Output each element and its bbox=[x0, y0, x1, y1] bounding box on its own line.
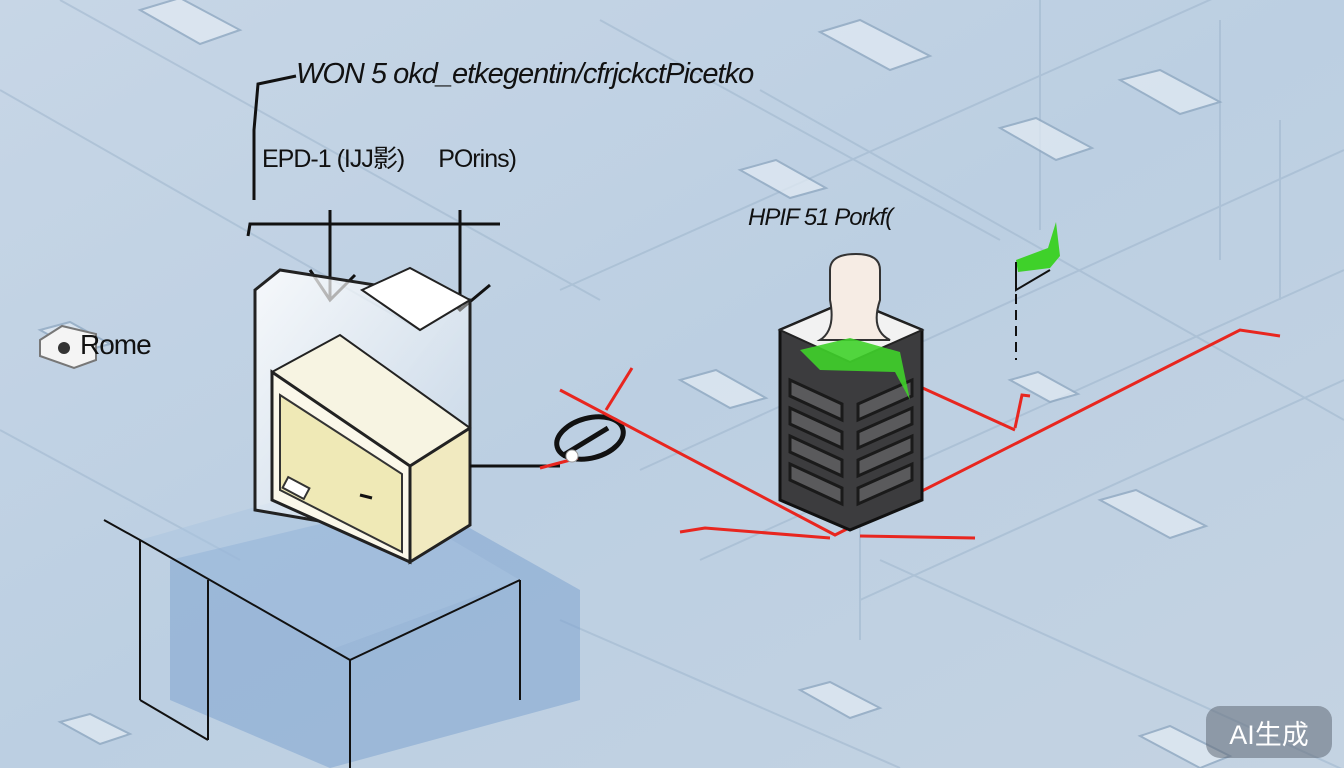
cable-plug-icon bbox=[470, 414, 626, 470]
diagram-title: WON 5 okd_etkegentin/cfrjckctPicetko bbox=[296, 58, 754, 90]
subtitle-name: POrins) bbox=[438, 145, 517, 173]
green-flag-icon bbox=[1015, 222, 1060, 360]
home-unit bbox=[253, 266, 473, 565]
pedestal-shadow bbox=[140, 480, 580, 768]
server-label: HPIF 51 Porkf( bbox=[748, 204, 893, 231]
pedestal-outline bbox=[103, 519, 521, 768]
home-label: Rome bbox=[80, 329, 152, 360]
subtitle-code: EPD-1 (IJJ影) bbox=[262, 145, 405, 173]
diagram-subtitle: EPD-1 (IJJ影) POrins) bbox=[262, 139, 517, 175]
network-links bbox=[559, 328, 1281, 540]
home-icon bbox=[39, 324, 97, 370]
server-rack-icon bbox=[777, 252, 925, 532]
background-devices bbox=[37, 0, 1233, 768]
ai-generated-badge: AI生成 bbox=[1206, 706, 1332, 758]
